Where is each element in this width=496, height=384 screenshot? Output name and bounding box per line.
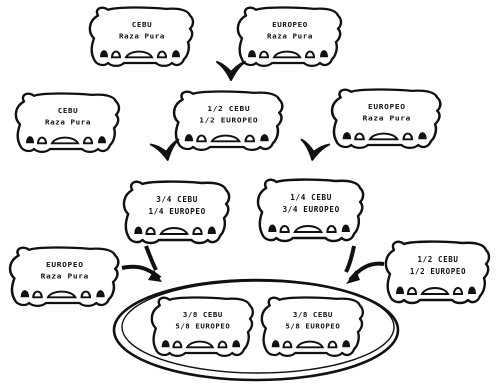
label-line2: 1/4 EUROPEO	[148, 207, 205, 216]
label-line1: EUROPEO	[46, 260, 84, 269]
label-line1: EUROPEO	[368, 102, 406, 111]
cow-g4-europeo: EUROPEO Raza Pura	[10, 248, 118, 306]
label-line2: Raza Pura	[119, 31, 165, 40]
label-line1: CEBU	[132, 20, 152, 29]
label-line2: 1/2 EUROPEO	[199, 116, 258, 125]
arrow-1-4-to-circle	[346, 246, 354, 272]
cow-g3-1-4: 1/4 CEBU 3/4 EUROPEO	[258, 180, 363, 241]
arrow-gen2-to-3-4	[151, 140, 182, 163]
arrow-gen1-to-gen2	[217, 62, 245, 80]
label-line1: EUROPEO	[272, 20, 308, 29]
arrow-3-4-to-circle	[146, 246, 156, 270]
cow-g2-europeo: EUROPEO Raza Pura	[332, 90, 440, 148]
label-line1: 1/2 CEBU	[418, 255, 459, 264]
label-line2: Raza Pura	[41, 272, 89, 281]
label-line1: 1/4 CEBU	[290, 193, 332, 202]
label-line1: 3/4 CEBU	[156, 195, 198, 204]
cow-g1-europeo: EUROPEO Raza Pura	[238, 8, 341, 66]
highlight-ellipse-inner	[122, 281, 394, 373]
label-line1: CEBU	[58, 106, 78, 115]
cow-g3-3-4: 3/4 CEBU 1/4 EUROPEO	[124, 182, 229, 243]
label-line2: 3/4 EUROPEO	[282, 205, 339, 214]
cow-g2-cebu: CEBU Raza Pura	[16, 94, 119, 152]
cow-g5-3-8b: 3/8 CEBU 5/8 EUROPEO	[262, 298, 363, 356]
label-line2: Raza Pura	[45, 117, 91, 126]
label-line1: 3/8 CEBU	[183, 310, 223, 319]
cow-g2-f1: 1/2 CEBU 1/2 EUROPEO	[174, 92, 282, 150]
label-line2: 5/8 EUROPEO	[285, 321, 340, 330]
label-line2: Raza Pura	[267, 31, 313, 40]
arrow-gen2-to-1-4	[298, 140, 329, 163]
label-line2: 1/2 EUROPEO	[410, 267, 466, 276]
cow-g5-3-8a: 3/8 CEBU 5/8 EUROPEO	[152, 298, 253, 356]
cow-g1-cebu: CEBU Raza Pura	[90, 8, 193, 66]
cow-g4-f1: 1/2 CEBU 1/2 EUROPEO	[386, 242, 489, 303]
cross-arrows	[122, 62, 384, 284]
label-line2: Raza Pura	[363, 114, 411, 123]
label-line2: 5/8 EUROPEO	[175, 321, 230, 330]
label-line1: 3/8 CEBU	[293, 310, 333, 319]
label-line1: 1/2 CEBU	[207, 104, 250, 113]
